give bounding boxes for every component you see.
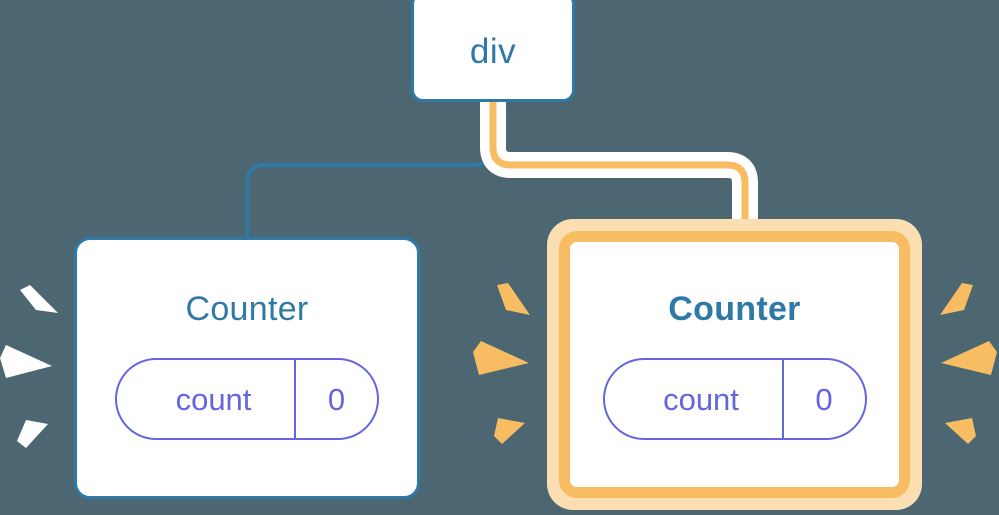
sparkle-left-inner-icon: [473, 283, 530, 444]
sparkle-right-outer-icon: [940, 283, 997, 444]
node-counter-left[interactable]: Counter count 0: [74, 237, 420, 499]
node-counter-left-label: Counter: [185, 290, 309, 328]
state-pill-left-key: count: [175, 381, 252, 417]
node-counter-left-body: Counter count 0: [77, 240, 417, 496]
node-div-label: div: [469, 31, 517, 71]
sparkle-left-outer-icon: [0, 285, 58, 448]
state-pill-right-value: 0: [781, 360, 865, 438]
node-counter-right-label: Counter: [668, 290, 801, 328]
state-pill-right-key: count: [663, 381, 739, 417]
state-pill-right[interactable]: count 0: [602, 358, 867, 440]
node-counter-right-body: Counter count 0: [570, 242, 899, 487]
state-pill-left[interactable]: count 0: [115, 358, 379, 440]
state-pill-left-value: 0: [294, 360, 377, 438]
edge-div-to-counter-left: [245, 100, 495, 242]
node-div[interactable]: div: [411, 0, 575, 102]
node-counter-right[interactable]: Counter count 0: [559, 231, 910, 498]
